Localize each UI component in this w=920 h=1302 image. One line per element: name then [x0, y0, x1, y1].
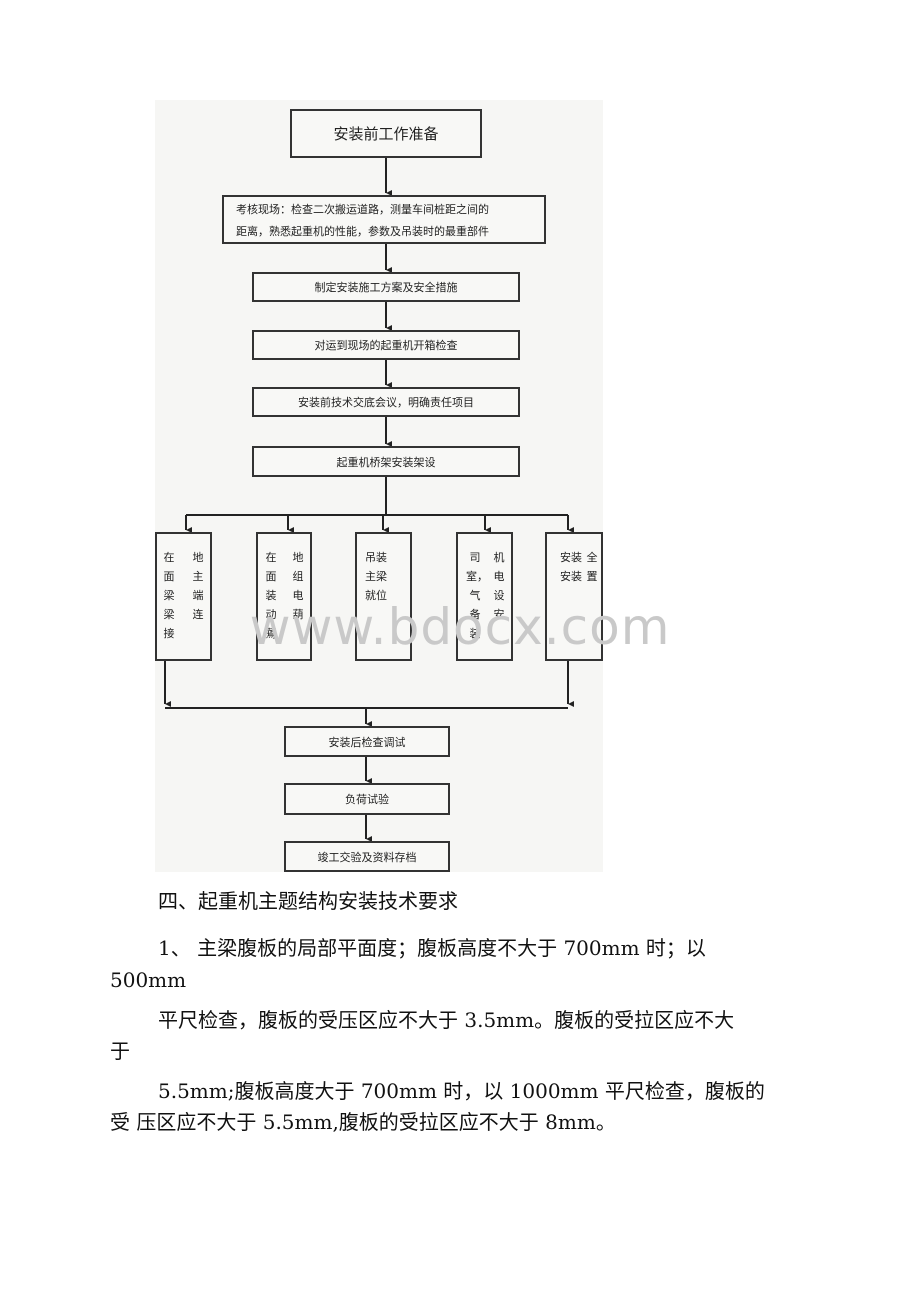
flow-step-start-label: 安装前工作准备 — [333, 125, 439, 143]
flow-branch-2-left: 在面装动蔫 — [265, 551, 277, 640]
flow-step-briefing-label: 安装前技术交底会议，明确责任项目 — [298, 396, 474, 409]
paragraph-3-line-2: 受 压区应不大于 5.5mm,腹板的受拉区应不大于 8mm。 — [110, 1110, 616, 1134]
flow-branch-1-left: 在面梁梁接 — [163, 551, 175, 640]
watermark: www.bdocx.com — [249, 598, 671, 656]
flow-branch-5-right: 全置 — [586, 551, 598, 583]
flow-step-inspect-site-line2: 距离，熟悉起重机的性能，参数及吊装时的最重部件 — [236, 225, 489, 238]
paragraph-2-line-2: 于 — [110, 1039, 130, 1063]
flow-step-inspect-site-line1: 考核现场：检查二次搬运道路，测量车间桩距之间的 — [236, 203, 489, 216]
flow-branch-1-right: 地主端连 — [192, 551, 204, 621]
flow-step-unpack: 对运到现场的起重机开箱检查 — [252, 330, 520, 360]
flow-step-inspect-site: 考核现场：检查二次搬运道路，测量车间桩距之间的 距离，熟悉起重机的性能，参数及吊… — [222, 195, 546, 244]
flow-step-load-test: 负荷试验 — [284, 783, 450, 815]
paragraph-3-line-1: 5.5mm;腹板高度大于 700mm 时，以 1000mm 平尺检查，腹板的 — [158, 1079, 765, 1103]
flow-branch-5-left: 安装安装 — [560, 551, 582, 583]
flow-branch-1: 在面梁梁接 地主端连 — [155, 532, 212, 661]
flow-branch-2-right: 地组电葫 — [292, 551, 304, 621]
flow-branch-2: 在面装动蔫 地组电葫 — [256, 532, 312, 661]
flow-step-bridge: 起重机桥架安装架设 — [252, 446, 520, 477]
flow-step-load-test-label: 负荷试验 — [345, 793, 389, 806]
flow-step-plan: 制定安装施工方案及安全措施 — [252, 272, 520, 302]
flow-branch-3: 吊装主梁就位 — [355, 532, 412, 661]
paragraph-1-line-1: 1、 主梁腹板的局部平面度；腹板高度不大于 700mm 时；以 — [158, 936, 706, 960]
flow-step-bridge-label: 起重机桥架安装架设 — [336, 455, 436, 469]
flow-step-start: 安装前工作准备 — [290, 109, 482, 158]
flow-branch-5: 安装安装 全置 — [545, 532, 603, 661]
flow-step-briefing: 安装前技术交底会议，明确责任项目 — [252, 387, 520, 417]
flow-step-unpack-label: 对运到现场的起重机开箱检查 — [314, 339, 458, 352]
flow-step-archive: 竣工交验及资料存档 — [284, 841, 450, 872]
flow-step-post-check-label: 安装后检查调试 — [328, 735, 406, 749]
flow-branch-3-label: 吊装主梁就位 — [365, 551, 387, 602]
flow-step-archive-label: 竣工交验及资料存档 — [317, 850, 417, 864]
flow-branch-4: 司室，气备装 机电设安 — [456, 532, 513, 661]
paragraph-1-line-2: 500mm — [110, 968, 187, 992]
flow-branch-4-right: 机电设安 — [493, 551, 505, 621]
flow-step-post-check: 安装后检查调试 — [284, 726, 450, 757]
section-heading: 四、起重机主题结构安装技术要求 — [158, 889, 458, 913]
paragraph-2-line-1: 平尺检查，腹板的受压区应不大于 3.5mm。腹板的受拉区应不大 — [158, 1008, 735, 1032]
flow-step-plan-label: 制定安装施工方案及安全措施 — [314, 281, 458, 294]
flow-branch-4-left: 司室，气备装 — [466, 551, 488, 640]
